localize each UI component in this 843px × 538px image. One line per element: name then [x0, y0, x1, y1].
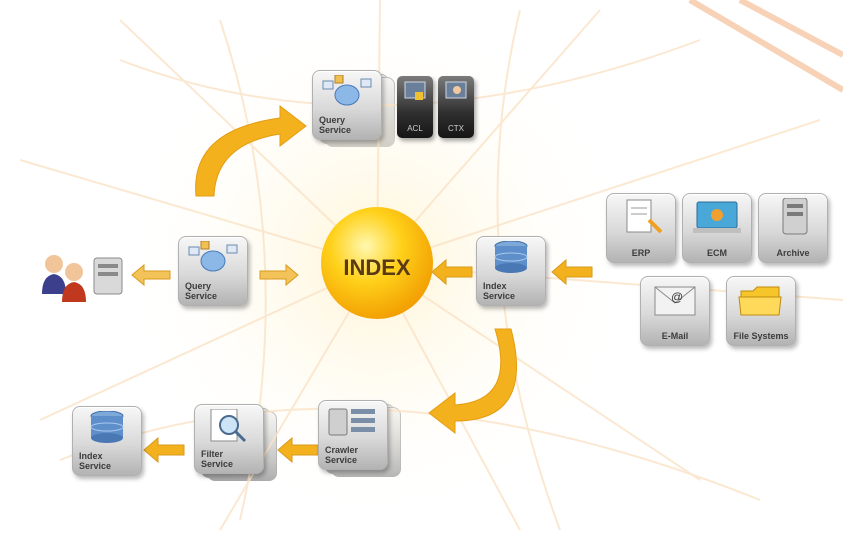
index-service-right-label: Index Service [483, 281, 516, 301]
top-query-service-label: Query Service [319, 115, 352, 135]
source-erp-label: ERP [631, 248, 651, 258]
mid-query-service-label: Query Service [185, 281, 218, 301]
source-ecm-label: ECM [707, 248, 727, 258]
users-server-icon [42, 255, 123, 302]
filter-service: Filter Service [194, 404, 277, 481]
crawler-service: Crawler Service [318, 400, 401, 477]
network-icon [188, 241, 238, 272]
user-screen-icon [445, 81, 467, 99]
crawler-service-label: Crawler Service [325, 445, 359, 465]
index-service-left: Index Service [72, 406, 142, 476]
index-sun [321, 207, 433, 319]
arrow-double-left [131, 263, 171, 287]
document-pen-icon [626, 199, 663, 234]
index-label: INDEX [343, 255, 411, 280]
source-erp: ERP [606, 193, 676, 263]
lock-icon [404, 81, 426, 100]
source-archive: Archive [758, 193, 828, 263]
laptop-icon [693, 201, 741, 233]
arrow-left-to-filter [277, 436, 319, 464]
acl-label: ACL [407, 124, 423, 133]
source-email-label: E-Mail [661, 331, 689, 341]
source-archive-label: Archive [776, 248, 810, 258]
arrow-left-from-index-service [431, 258, 473, 286]
ctx-label: CTX [448, 124, 464, 133]
arrow-left-to-index [143, 436, 185, 464]
source-file-systems-label: File Systems [733, 331, 789, 341]
database-icon [90, 411, 124, 443]
email-icon: @ [654, 286, 696, 316]
arrow-right-to-index [259, 263, 299, 287]
index-service-right: Index Service [476, 236, 546, 306]
source-ecm: ECM [682, 193, 752, 263]
curved-arrow-up [195, 104, 307, 197]
mid-query-service: Query Service [178, 236, 248, 306]
server-icon [782, 198, 808, 235]
filter-service-label: Filter Service [201, 449, 234, 469]
svg-text:@: @ [671, 290, 683, 304]
curved-arrow-down [428, 328, 518, 435]
arrow-left-from-sources [551, 258, 593, 286]
source-file-systems: File Systems [726, 276, 796, 346]
magnifier-document-icon [210, 409, 247, 443]
index-service-left-label: Index Service [79, 451, 112, 471]
folder-icon [738, 286, 782, 316]
top-query-service: Query Service [312, 70, 395, 147]
crawler-list-icon [328, 408, 375, 436]
network-icon [322, 75, 372, 106]
database-icon [494, 241, 528, 273]
acl-box: ACL [397, 76, 433, 138]
source-email: @ E-Mail [640, 276, 710, 346]
ctx-box: CTX [438, 76, 474, 138]
